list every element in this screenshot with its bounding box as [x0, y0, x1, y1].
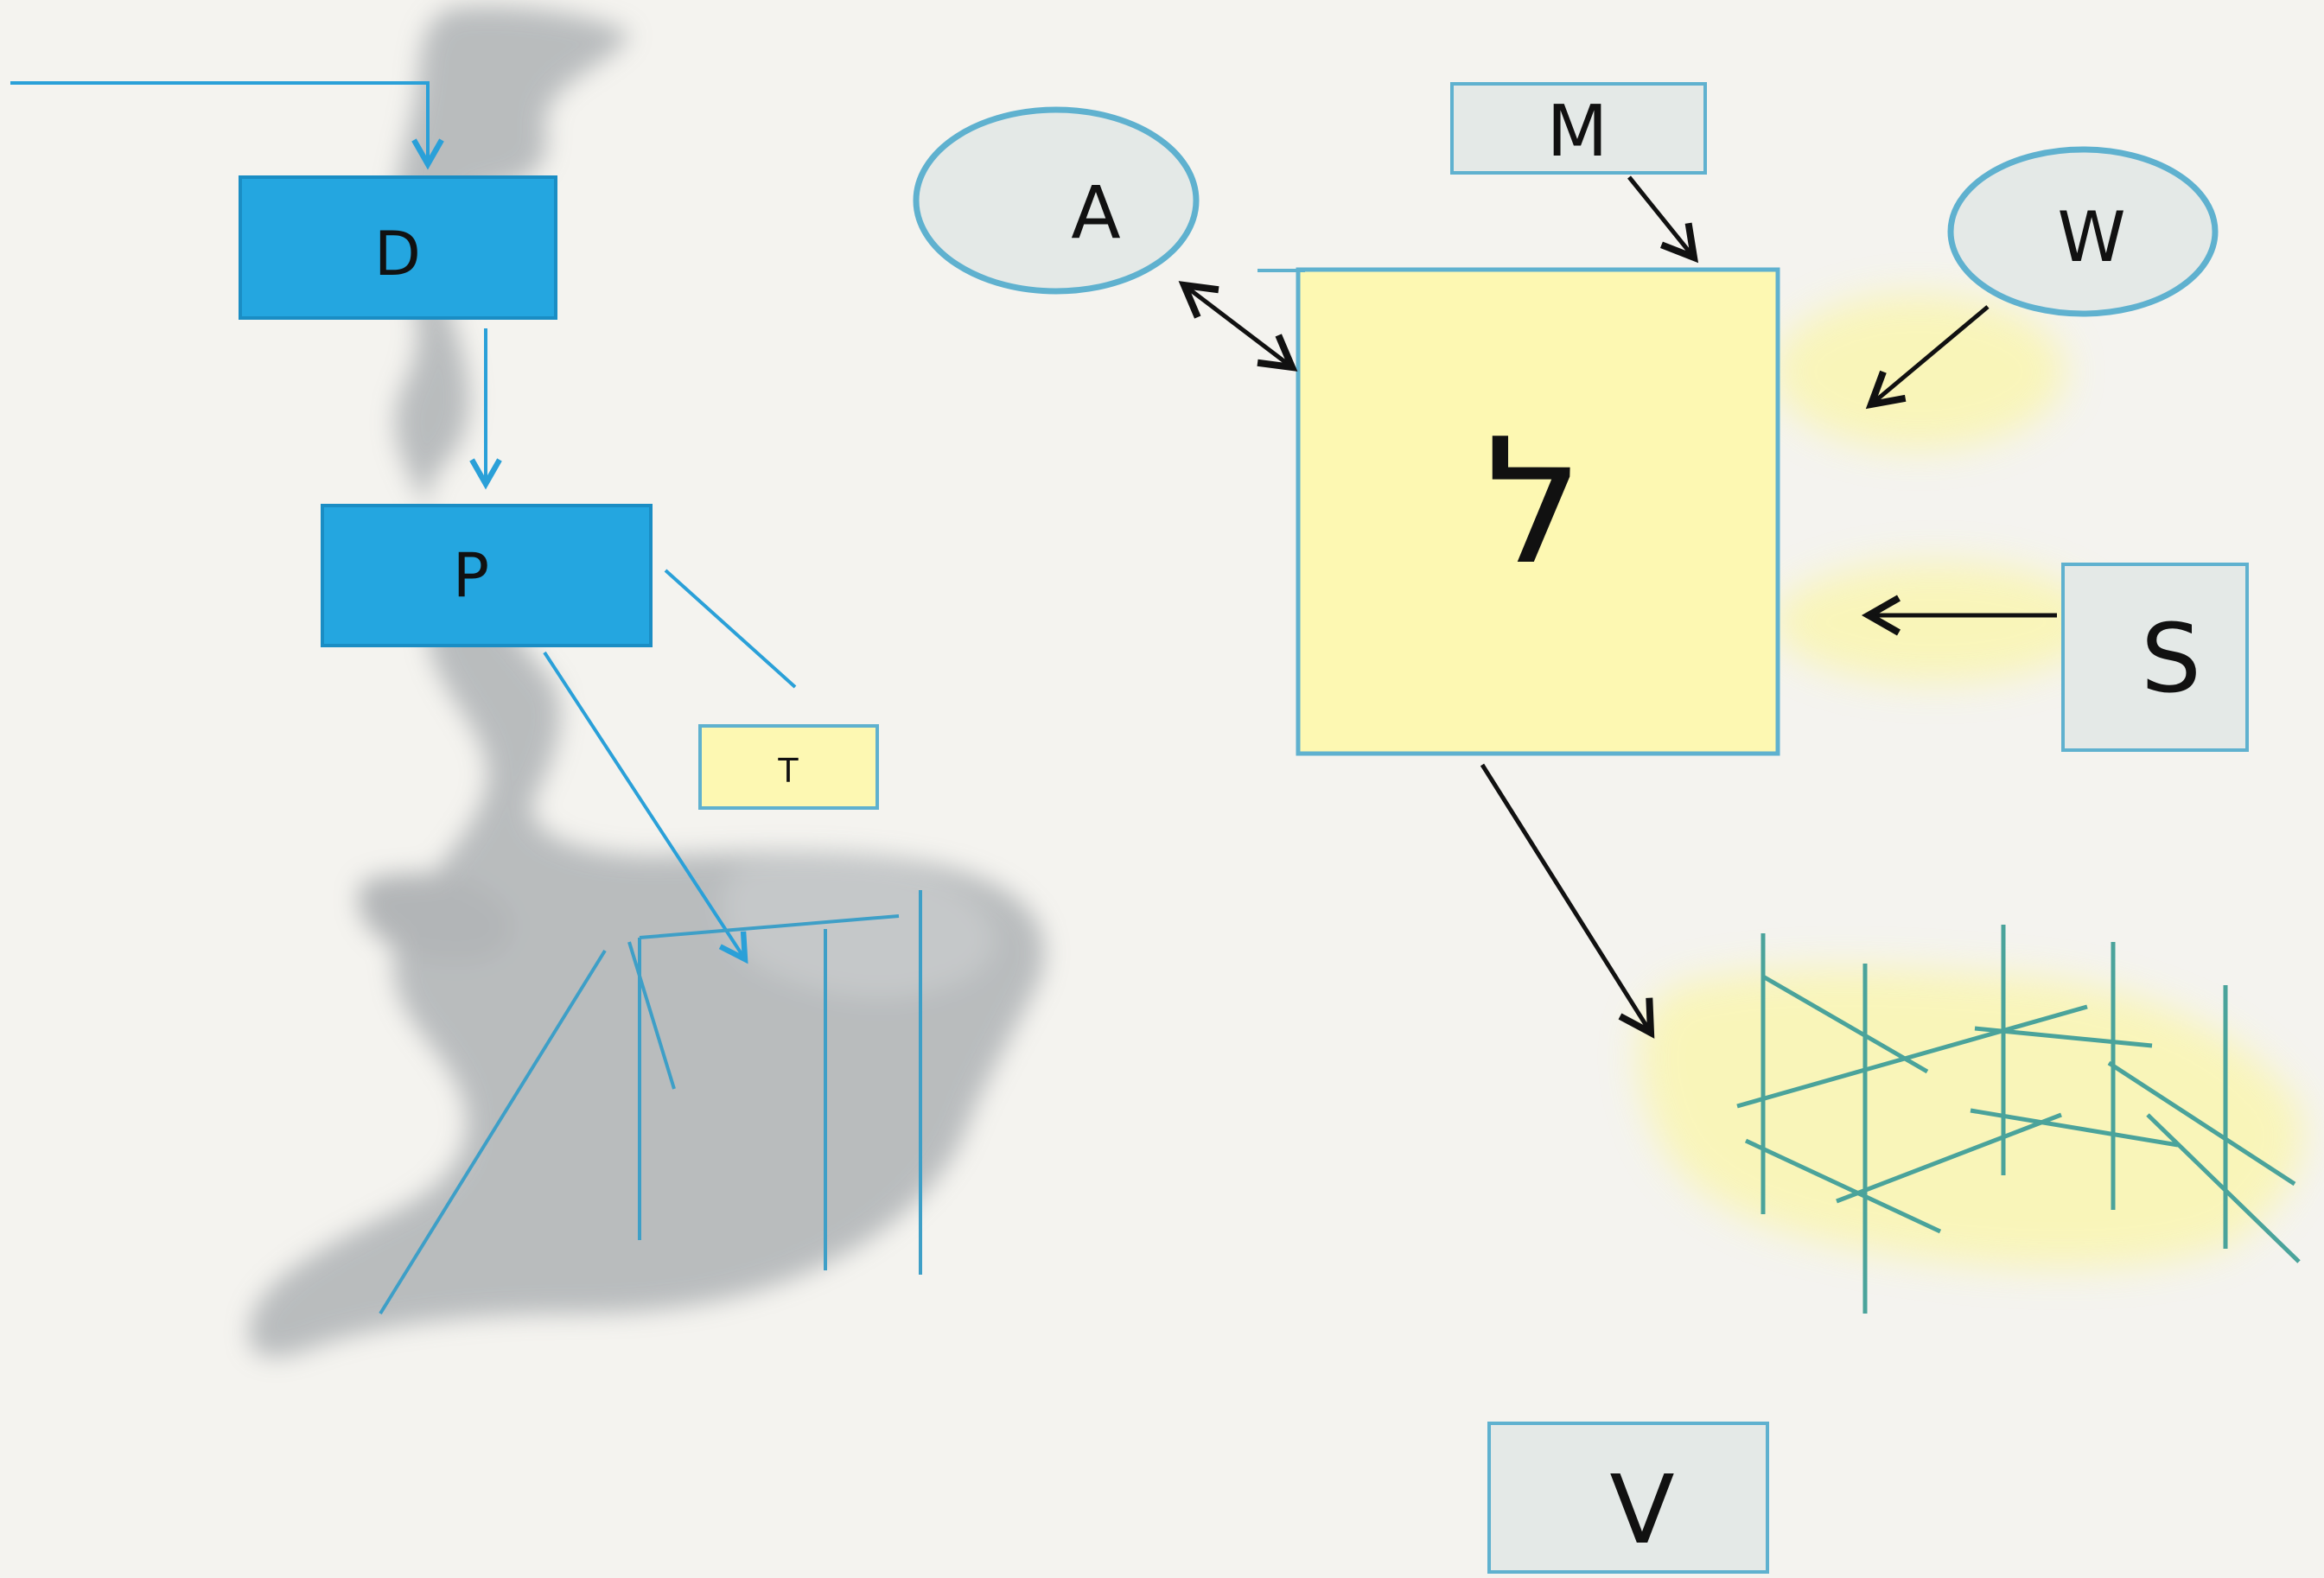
smoke-trail — [249, 6, 1045, 1358]
node-m[interactable]: M — [1450, 82, 1707, 175]
node-p-label: P — [453, 540, 489, 611]
edge-a-core — [1178, 281, 1298, 372]
edge-m-core — [1627, 175, 1699, 264]
edge-core-lattice — [1480, 763, 1655, 1039]
lattice-right — [1736, 925, 2301, 1314]
node-v[interactable]: V — [1487, 1422, 1769, 1574]
node-t[interactable]: T — [698, 724, 879, 810]
node-p[interactable]: P — [321, 504, 653, 647]
node-s[interactable]: S — [2061, 563, 2249, 752]
edge-p-to-lattice-left — [543, 651, 748, 964]
edge-p-to-t — [664, 569, 797, 689]
node-a-label: A — [1071, 170, 1120, 255]
edge-w-core — [1865, 305, 1990, 410]
node-s-label: S — [2141, 603, 2201, 714]
node-w-label: W — [2057, 197, 2125, 277]
node-core[interactable]: ל — [1258, 267, 1780, 756]
node-d[interactable]: D — [239, 175, 557, 320]
edge-input-to-d — [10, 81, 444, 170]
node-t-label: T — [777, 752, 799, 790]
node-w[interactable]: W — [1947, 146, 2219, 317]
node-v-label: V — [1609, 1454, 1674, 1565]
node-a[interactable]: A — [913, 106, 1200, 295]
node-d-label: D — [374, 219, 421, 290]
node-core-label: ל — [1485, 402, 1583, 603]
lattice-left — [379, 890, 922, 1315]
node-m-label: M — [1547, 91, 1608, 173]
